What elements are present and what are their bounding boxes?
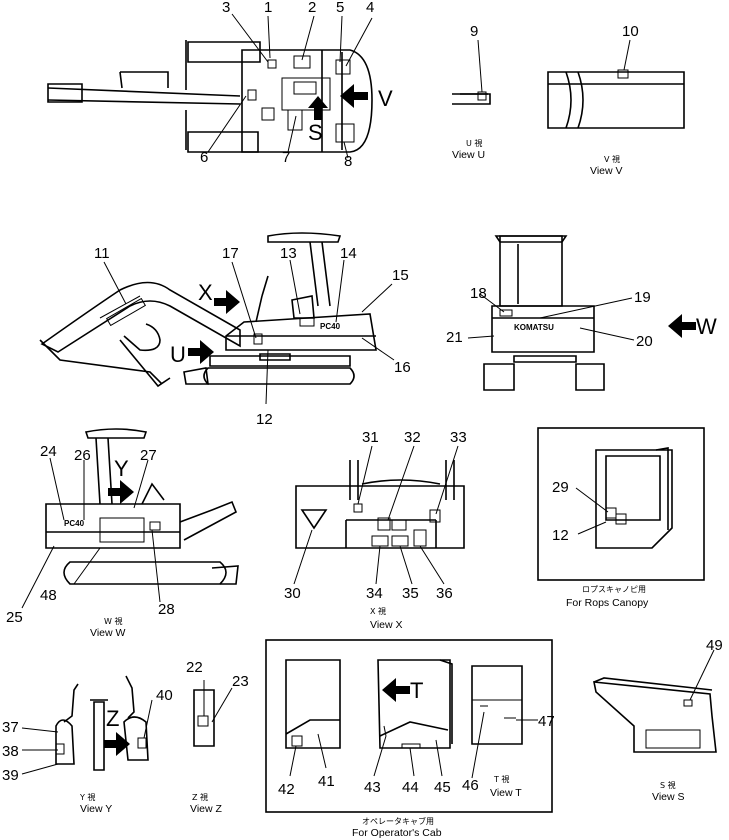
- callout-37: 37: [2, 719, 19, 736]
- caption-rops: For Rops Canopy: [566, 597, 649, 609]
- callout-42: 42: [278, 781, 295, 798]
- callout-10: 10: [622, 23, 639, 40]
- callout-31: 31: [362, 429, 379, 446]
- callout-26: 26: [74, 447, 91, 464]
- callout-23: 23: [232, 673, 249, 690]
- callout-14: 14: [340, 245, 357, 262]
- caption-rops-jp: ロプスキャノピ用: [582, 585, 646, 594]
- arrow-label-s: S: [308, 120, 323, 145]
- callout-18: 18: [470, 285, 487, 302]
- caption-view-v: View V: [590, 165, 623, 177]
- side-view-excavator: PC40 X U: [39, 232, 395, 405]
- callout-41: 41: [318, 773, 335, 790]
- view-x-cab-interior: [293, 445, 465, 585]
- callout-28: 28: [158, 601, 175, 618]
- callout-46: 46: [462, 777, 479, 794]
- callout-30: 30: [284, 585, 301, 602]
- caption-view-v-jp: V 視: [604, 155, 620, 164]
- callout-3: 3: [222, 0, 230, 16]
- callout-12: 12: [256, 411, 273, 428]
- callout-15: 15: [392, 267, 409, 284]
- callout-6: 6: [200, 149, 208, 166]
- view-z-detail: [193, 680, 233, 747]
- callout-19: 19: [634, 289, 651, 306]
- caption-view-t: View T: [490, 787, 522, 799]
- callout-4: 4: [366, 0, 374, 16]
- callout-49: 49: [706, 637, 723, 654]
- panel-rops-canopy: [537, 427, 705, 581]
- model-decal-view-w: PC40: [64, 519, 85, 528]
- caption-view-x-jp: X 視: [370, 607, 386, 616]
- callout-24: 24: [40, 443, 57, 460]
- callout-20: 20: [636, 333, 653, 350]
- caption-cab-jp: オペレータキャブ用: [362, 816, 434, 826]
- callout-16: 16: [394, 359, 411, 376]
- callout-2: 2: [308, 0, 316, 16]
- arrow-label-x: X: [198, 280, 213, 305]
- callout-44: 44: [402, 779, 419, 796]
- caption-view-u-jp: U 視: [466, 139, 482, 148]
- callout-8: 8: [344, 153, 352, 170]
- caption-view-t-jp: T 視: [493, 775, 509, 784]
- brand-decal-front: KOMATSU: [514, 323, 554, 332]
- caption-view-u: View U: [452, 149, 485, 161]
- callout-48: 48: [40, 587, 57, 604]
- caption-view-y: View Y: [80, 803, 112, 815]
- callout-43: 43: [364, 779, 381, 796]
- callout-35: 35: [402, 585, 419, 602]
- callout-12-rops: 12: [552, 527, 569, 544]
- view-s-detail: [593, 649, 717, 753]
- callout-numbers: 1 2 3 4 5 6 7 8 9 10 11 12 13 14 15 16 1…: [2, 0, 723, 798]
- callout-32: 32: [404, 429, 421, 446]
- panel-operators-cab: T: [265, 639, 553, 813]
- caption-view-w: View W: [90, 627, 125, 639]
- view-v-detail: [547, 39, 685, 129]
- callout-36: 36: [436, 585, 453, 602]
- arrow-label-w: W: [696, 314, 717, 339]
- callout-22: 22: [186, 659, 203, 676]
- view-captions: U 視 View U V 視 View V W 視 View W X 視 Vie…: [79, 139, 685, 839]
- callout-27: 27: [140, 447, 157, 464]
- front-view-w: KOMATSU W: [467, 235, 717, 391]
- callout-1: 1: [264, 0, 272, 16]
- callout-40: 40: [156, 687, 173, 704]
- caption-view-w-jp: W 視: [104, 617, 122, 626]
- top-plan-view: V S: [47, 13, 393, 159]
- callout-33: 33: [450, 429, 467, 446]
- callout-21: 21: [446, 329, 463, 346]
- callout-7: 7: [282, 149, 290, 166]
- callout-38: 38: [2, 743, 19, 760]
- caption-view-y-jp: Y 視: [79, 793, 95, 802]
- view-u-detail: [452, 39, 491, 105]
- callout-5: 5: [336, 0, 344, 16]
- callout-29: 29: [552, 479, 569, 496]
- callout-17: 17: [222, 245, 239, 262]
- caption-view-x: View X: [370, 619, 403, 631]
- arrow-label-y: Y: [114, 456, 129, 481]
- callout-25: 25: [6, 609, 23, 626]
- callout-45: 45: [434, 779, 451, 796]
- callout-11: 11: [94, 245, 110, 262]
- caption-view-z: View Z: [190, 803, 222, 815]
- callout-39: 39: [2, 767, 19, 784]
- arrow-label-z: Z: [106, 706, 119, 731]
- view-w-side: PC40 Y: [21, 428, 239, 609]
- callout-9: 9: [470, 23, 478, 40]
- callout-47: 47: [538, 713, 555, 730]
- callout-34: 34: [366, 585, 383, 602]
- caption-view-s-jp: S 視: [660, 781, 676, 790]
- arrow-label-u: U: [170, 342, 186, 367]
- arrow-label-t: T: [410, 678, 423, 703]
- view-y-levers: Z: [21, 675, 153, 775]
- caption-view-s: View S: [652, 791, 685, 803]
- callout-13: 13: [280, 245, 297, 262]
- caption-view-z-jp: Z 視: [192, 793, 208, 802]
- caption-cab: For Operator's Cab: [352, 827, 442, 839]
- model-decal-side: PC40: [320, 322, 341, 331]
- arrow-label-v: V: [378, 86, 393, 111]
